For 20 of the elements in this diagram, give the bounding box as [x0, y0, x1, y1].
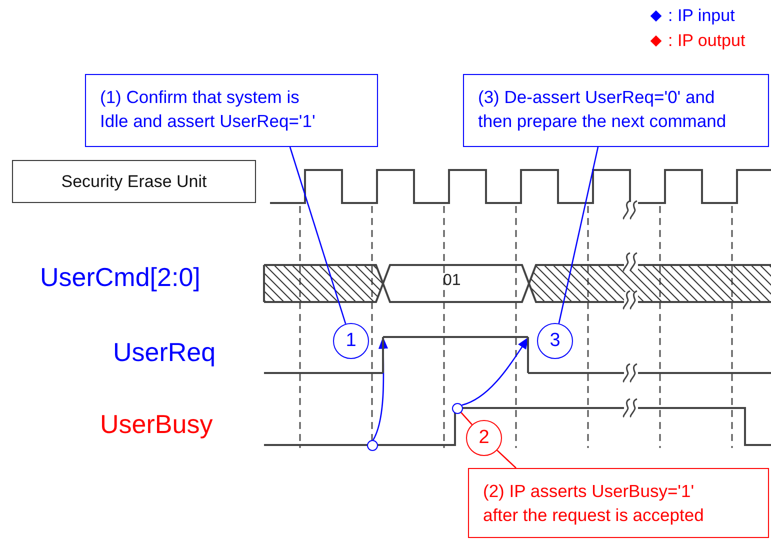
signal-name-box: Security Erase Unit: [12, 160, 256, 203]
signal-name: UserCmd[2:0]: [40, 262, 200, 293]
leader-line: [496, 450, 516, 468]
leader-line: [558, 146, 599, 324]
callout-box: (3) De-assert UserReq='0' and then prepare the next command: [463, 74, 769, 147]
event-marker: [367, 440, 378, 451]
callout-number: 3: [537, 323, 573, 359]
signal-name: UserReq: [113, 337, 216, 368]
callout-box: (2) IP asserts UserBusy='1' after the request is accepted: [468, 468, 769, 538]
callout-box: (1) Confirm that system is Idle and assert UserReq='1': [85, 74, 378, 147]
legend-label: : IP input: [668, 6, 735, 26]
callout-number: 1: [333, 323, 369, 359]
event-marker: [452, 403, 463, 414]
leader-line: [460, 412, 472, 426]
legend-label: : IP output: [668, 31, 746, 51]
leader-line: [289, 146, 346, 324]
callout-number: 2: [466, 420, 502, 456]
signal-name: UserBusy: [100, 409, 213, 440]
bus-value: 01: [443, 272, 461, 290]
arrow: [462, 337, 529, 406]
